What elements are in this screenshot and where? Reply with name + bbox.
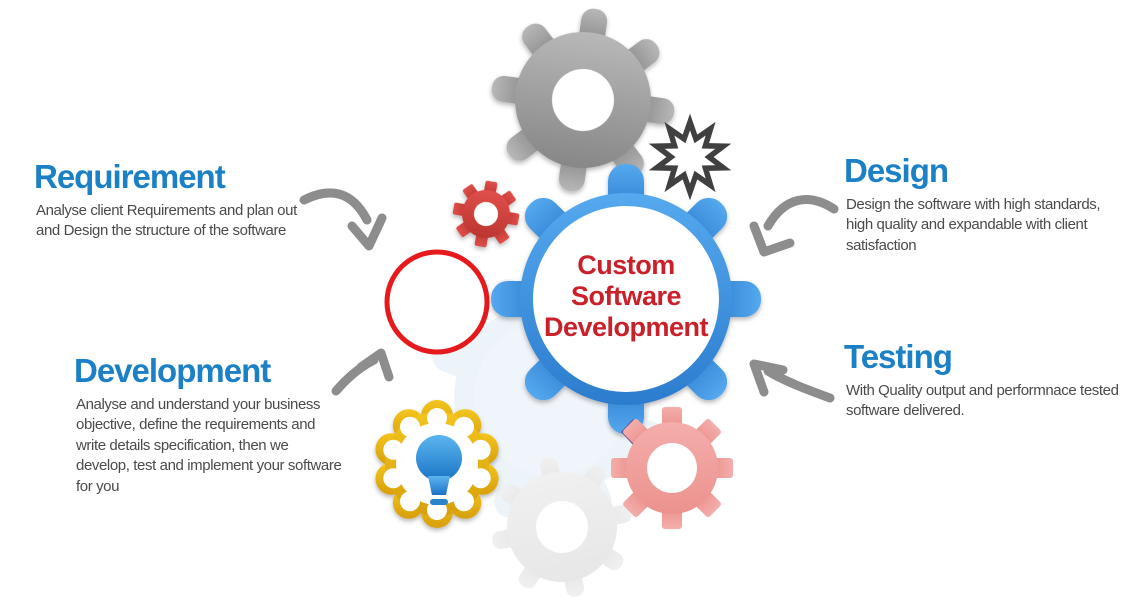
lightbulb-badge-icon (375, 400, 499, 528)
requirement-heading: Requirement (34, 158, 226, 195)
gear-icon-blue-center (491, 164, 761, 434)
requirement-description: Analyse client Requirements and plan out… (36, 201, 297, 240)
gear-icon-pale-gray (492, 457, 632, 597)
circle-ring-icon-red (384, 249, 490, 355)
gear-icon-red-small (452, 180, 520, 248)
lightbulb-icon (416, 435, 462, 505)
section-testing: Testing With Quality output and performn… (844, 338, 1144, 422)
center-title: Custom Software Development (543, 250, 709, 342)
development-heading: Development (74, 352, 271, 389)
arrow-icon-requirement (299, 188, 387, 251)
development-description: Analyse and understand your business obj… (76, 395, 342, 495)
testing-description: With Quality output and performnace test… (846, 381, 1119, 420)
design-description: Design the software with high standards,… (846, 195, 1101, 254)
section-design: Design Design the software with high sta… (844, 152, 1144, 256)
testing-heading: Testing (844, 338, 953, 375)
section-requirement: Requirement Analyse client Requirements … (34, 158, 364, 242)
arrow-icon-testing (749, 359, 835, 403)
arrow-icon-design (749, 195, 839, 257)
arrow-icon-development (331, 348, 394, 396)
design-heading: Design (844, 152, 949, 189)
gear-icon-pink (611, 407, 733, 529)
gear-icon-gray-large (491, 8, 675, 192)
starburst-icon (648, 113, 732, 201)
section-development: Development Analyse and understand your … (74, 352, 404, 497)
